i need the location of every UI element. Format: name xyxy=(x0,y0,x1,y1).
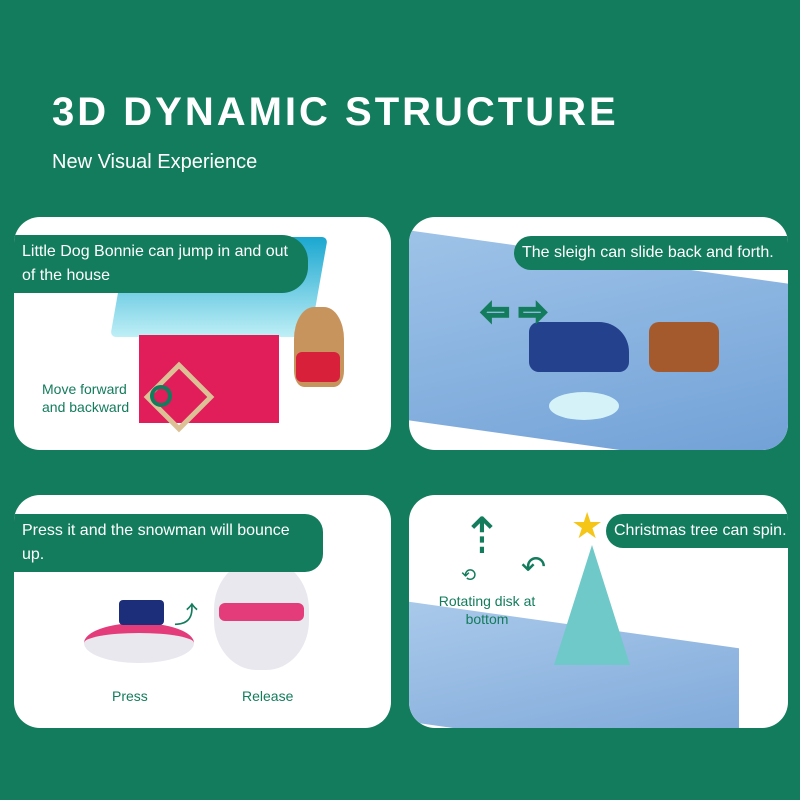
pond-illustration xyxy=(549,392,619,420)
highlight-circle-icon xyxy=(150,385,172,407)
release-caption: Release xyxy=(242,688,294,704)
disk-note: Rotating disk at bottom xyxy=(438,593,536,627)
card-label: Press it and the snowman will bounce up. xyxy=(14,514,323,572)
rotate-icon: ⟲ xyxy=(461,565,477,585)
pressed-hat xyxy=(119,600,164,625)
card-sleigh: ⇦ ⇨ The sleigh can slide back and forth. xyxy=(409,217,788,450)
star-icon: ★ xyxy=(571,505,604,546)
bounce-arrow-icon: ⤴ xyxy=(174,602,198,629)
house-wall-illustration xyxy=(139,335,279,423)
released-scarf xyxy=(219,603,304,621)
move-note: Move forward and backward xyxy=(42,381,130,415)
card-dog-house: Move forward and backward Little Dog Bon… xyxy=(14,217,391,450)
tree-outline-icon: ⇡ xyxy=(461,508,503,564)
press-caption: Press xyxy=(112,688,148,704)
dog-sweater xyxy=(296,352,340,382)
tree-illustration xyxy=(554,545,630,665)
card-label: Little Dog Bonnie can jump in and out of… xyxy=(14,235,308,293)
page-subtitle: New Visual Experience xyxy=(52,151,258,173)
sleigh-illustration xyxy=(529,322,629,372)
reindeer-illustration xyxy=(649,322,719,372)
card-label: Christmas tree can spin. xyxy=(606,514,788,548)
card-label: The sleigh can slide back and forth. xyxy=(514,236,788,270)
card-snowman: ⤴ Press Release Press it and the snowman… xyxy=(14,495,391,728)
pressed-snowman-illustration xyxy=(84,623,194,663)
page-title: 3D DYNAMIC STRUCTURE xyxy=(52,90,619,134)
double-arrow-icon: ⇦ ⇨ xyxy=(480,292,548,332)
card-tree: ⇡ ⟲ ★ ↶ Rotating disk at bottom Christma… xyxy=(409,495,788,728)
spin-arrow-icon: ↶ xyxy=(521,551,547,584)
